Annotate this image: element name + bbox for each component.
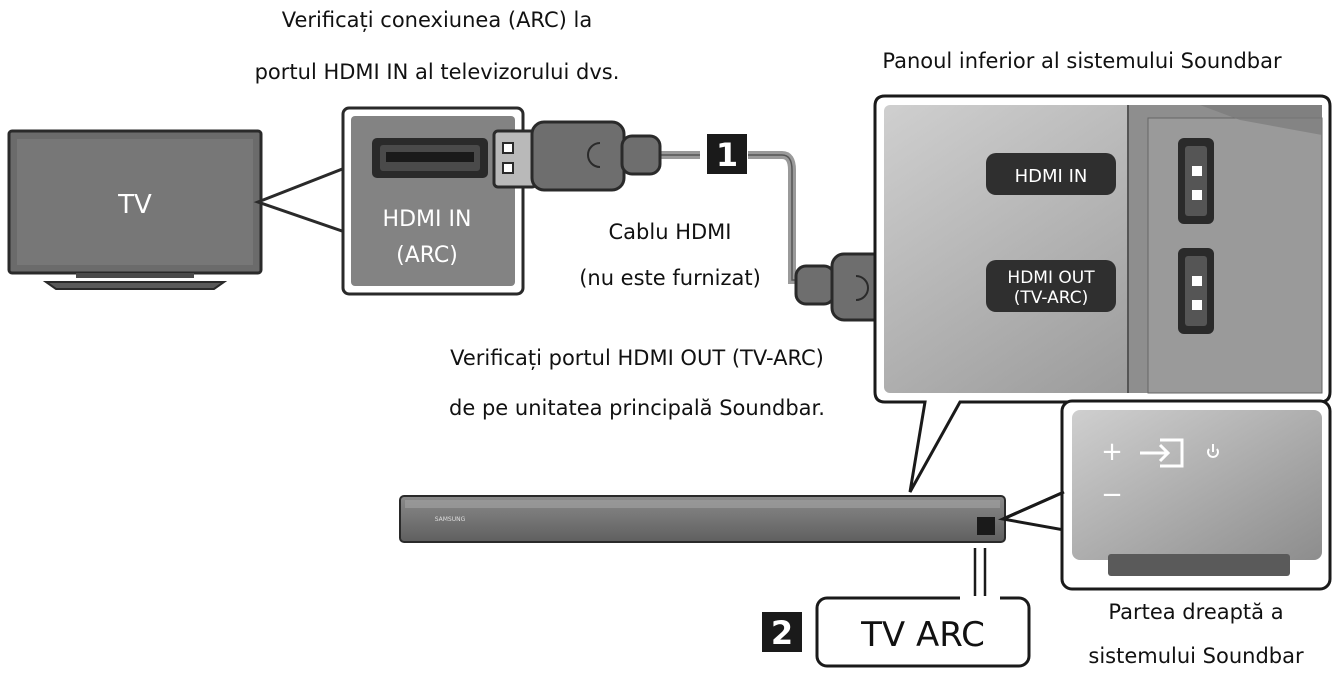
source-icon [1140,438,1184,468]
check-arc-caption-1: Verificați conexiunea (ARC) la [281,8,593,32]
step-2-number: 2 [771,614,793,652]
right-side-caption-2: sistemului Soundbar [1088,644,1304,668]
panel-hdmi-out-socket-icon [1178,248,1214,334]
soundbar: SAMSUNG [399,495,1006,543]
step-1-badge: 1 [707,134,747,174]
bottom-panel-callout: HDMI IN HDMI OUT (TV-ARC) [873,94,1332,493]
panel-hdmi-out-label-2: (TV-ARC) [1014,288,1089,308]
cable-caption-1: Cablu HDMI [608,220,732,244]
tv-label: TV [117,190,152,220]
tv-port-label-2: (ARC) [396,243,458,268]
panel-hdmi-in-badge: HDMI IN [986,153,1116,195]
right-side-caption-1: Partea dreaptă a [1108,600,1284,624]
soundbar-brand: SAMSUNG [435,516,466,523]
step-2-badge: 2 [762,612,802,652]
right-panel-minus: − [1101,480,1123,510]
right-panel-plus: + [1101,437,1123,467]
tv: TV [7,129,263,290]
panel-hdmi-out-label-1: HDMI OUT [1007,268,1095,288]
panel-hdmi-in-label: HDMI IN [1015,166,1088,187]
check-out-caption-1: Verificați portul HDMI OUT (TV-ARC) [450,346,824,370]
right-side-callout: + − [997,399,1332,591]
hdmi-socket-icon [372,138,488,178]
panel-hdmi-out-badge: HDMI OUT (TV-ARC) [986,260,1116,312]
panel-hdmi-in-socket-icon [1178,138,1214,224]
check-out-caption-2: de pe unitatea principală Soundbar. [449,396,825,420]
bottom-panel-title: Panoul inferior al sistemului Soundbar [882,49,1282,73]
cable-caption-2: (nu este furnizat) [579,266,761,290]
tv-port-label-1: HDMI IN [383,207,472,232]
step-1-number: 1 [716,136,738,174]
tv-arc-label: TV ARC [860,615,985,655]
tv-hdmi-port-box: HDMI IN (ARC) [341,106,525,296]
hdmi-plug-top-icon [492,120,662,192]
tv-callout [253,165,347,235]
power-icon [1207,444,1219,458]
check-arc-caption-2: portul HDMI IN al televizorului dvs. [254,60,620,84]
soundbar-side-marker [977,517,995,535]
tv-arc-callout: TV ARC [815,548,1031,668]
